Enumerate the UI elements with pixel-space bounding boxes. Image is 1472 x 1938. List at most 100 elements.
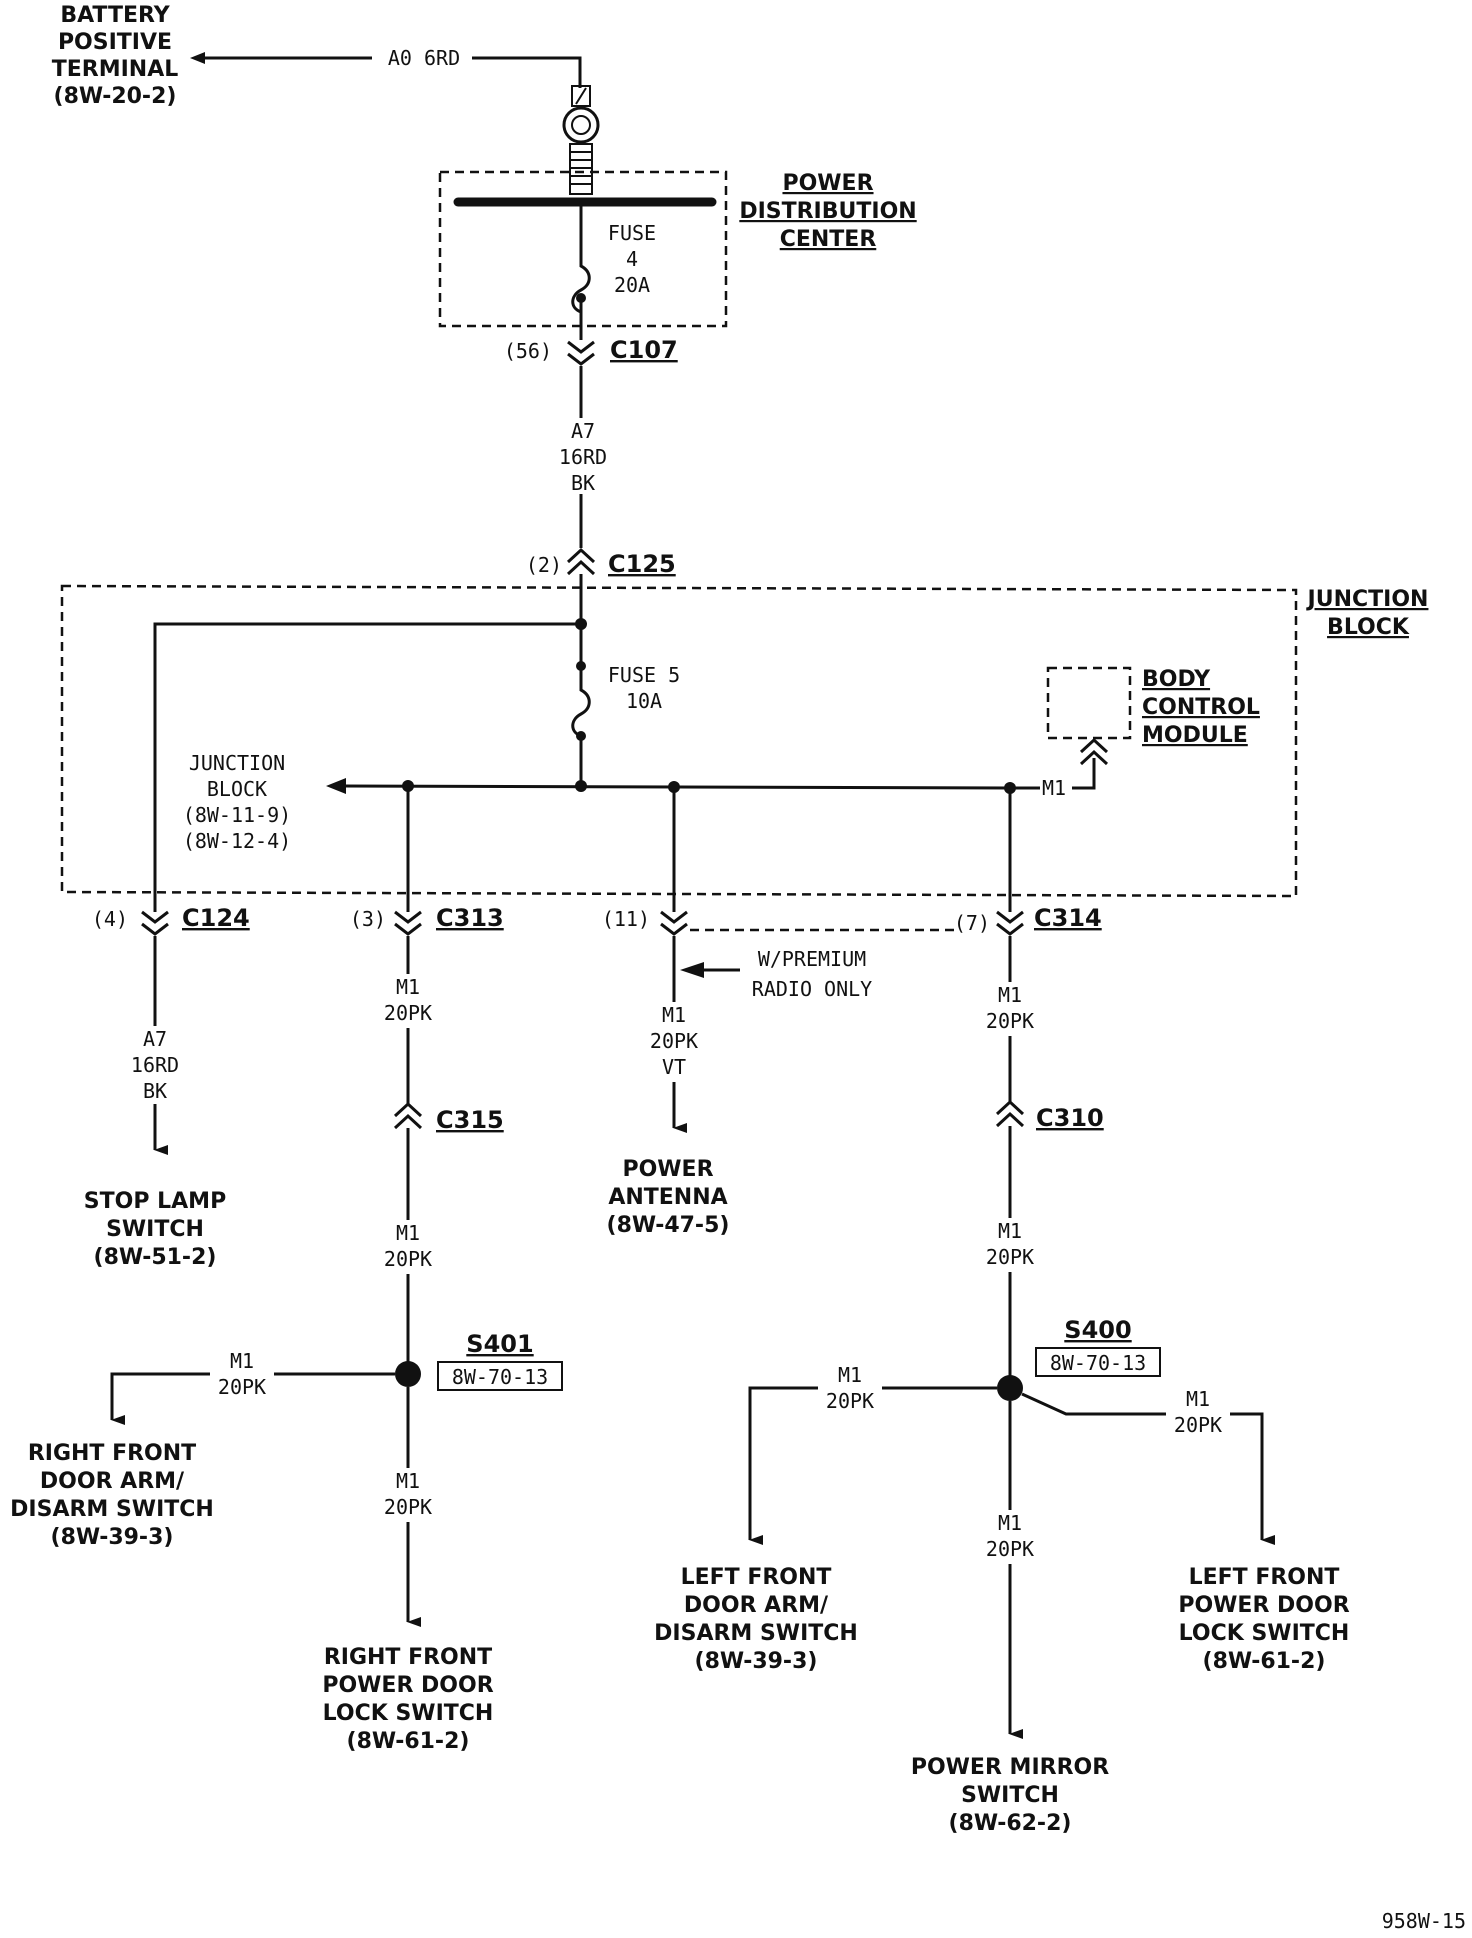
rf-arm-switch-label: RIGHT FRONT DOOR ARM/ DISARM SWITCH (8W-… (10, 1441, 214, 1550)
svg-text:BATTERY: BATTERY (60, 3, 170, 28)
fuse-5-icon (571, 666, 591, 738)
lf-lock-switch-label: LEFT FRONT POWER DOOR LOCK SWITCH (8W-61… (1178, 1565, 1349, 1674)
svg-text:STOP LAMP: STOP LAMP (84, 1189, 226, 1214)
c314-label: C314 (1034, 904, 1102, 932)
svg-text:LOCK SWITCH: LOCK SWITCH (323, 1701, 494, 1726)
wire-m1-s400-left-label: M1 20PK (818, 1363, 882, 1413)
svg-text:CONTROL: CONTROL (1142, 695, 1260, 720)
c310-connector-icon (995, 1099, 1025, 1128)
c125-label: C125 (608, 550, 676, 578)
svg-text:BK: BK (571, 471, 595, 495)
svg-text:BLOCK: BLOCK (1327, 615, 1410, 640)
svg-text:JUNCTION: JUNCTION (189, 751, 285, 775)
power-mirror-switch-label: POWER MIRROR SWITCH (8W-62-2) (911, 1755, 1109, 1836)
svg-text:20PK: 20PK (384, 1001, 432, 1025)
stop-lamp-switch-label: STOP LAMP SWITCH (8W-51-2) (84, 1189, 226, 1270)
junction-block-label: JUNCTION BLOCK (1306, 587, 1429, 640)
wire-a7-top-label: A7 16RD BK (548, 418, 618, 495)
svg-text:M1: M1 (230, 1349, 254, 1373)
fuse-4-icon (571, 206, 591, 314)
svg-text:20PK: 20PK (826, 1389, 874, 1413)
wire-m1-s401-down-label: M1 20PK (376, 1468, 440, 1522)
svg-text:DISARM SWITCH: DISARM SWITCH (10, 1497, 214, 1522)
svg-text:(8W-62-2): (8W-62-2) (949, 1811, 1072, 1836)
bcm-label: BODY CONTROL MODULE (1142, 667, 1260, 748)
s401-ref: 8W-70-13 (452, 1365, 548, 1389)
svg-text:LEFT FRONT: LEFT FRONT (1189, 1565, 1340, 1590)
svg-text:M1: M1 (662, 1003, 686, 1027)
svg-text:SWITCH: SWITCH (961, 1783, 1059, 1808)
c107-label: C107 (610, 336, 678, 364)
s400-ref: 8W-70-13 (1050, 1351, 1146, 1375)
svg-text:M1: M1 (1186, 1387, 1210, 1411)
svg-text:M1: M1 (998, 1219, 1022, 1243)
svg-text:VT: VT (662, 1055, 686, 1079)
svg-text:(8W-20-2): (8W-20-2) (54, 84, 177, 109)
svg-text:LOCK SWITCH: LOCK SWITCH (1179, 1621, 1350, 1646)
svg-text:POSITIVE: POSITIVE (58, 30, 172, 55)
svg-text:20PK: 20PK (986, 1537, 1034, 1561)
svg-text:M1: M1 (396, 1469, 420, 1493)
svg-text:20PK: 20PK (384, 1495, 432, 1519)
svg-text:(8W-61-2): (8W-61-2) (347, 1729, 470, 1754)
svg-text:POWER: POWER (622, 1157, 713, 1182)
junction-block-ref-label: JUNCTION BLOCK (8W-11-9) (8W-12-4) (183, 751, 291, 853)
wire-m1-s401-left-label: M1 20PK (210, 1349, 274, 1399)
svg-text:JUNCTION: JUNCTION (1306, 587, 1429, 612)
svg-text:20PK: 20PK (218, 1375, 266, 1399)
svg-text:BK: BK (143, 1079, 167, 1103)
pdc-box (438, 170, 728, 328)
c310-label: C310 (1036, 1104, 1104, 1132)
svg-text:20PK: 20PK (650, 1029, 698, 1053)
c124-label: C124 (182, 904, 250, 932)
c314-connector-icon (996, 910, 1024, 936)
svg-text:DOOR ARM/: DOOR ARM/ (40, 1469, 185, 1494)
wire-m1-c314-label: M1 20PK (978, 982, 1042, 1036)
svg-text:FUSE 5: FUSE 5 (608, 663, 680, 687)
c315-label: C315 (436, 1106, 504, 1134)
svg-text:20PK: 20PK (384, 1247, 432, 1271)
svg-text:SWITCH: SWITCH (106, 1217, 204, 1242)
c314-pin: (7) (954, 911, 990, 935)
bus-arrowhead (326, 778, 346, 794)
svg-text:POWER DOOR: POWER DOOR (322, 1673, 493, 1698)
pdc-label: POWER DISTRIBUTION CENTER (739, 171, 916, 252)
s400-splice (997, 1375, 1023, 1401)
c313-connector-icon (394, 910, 422, 936)
svg-text:(8W-51-2): (8W-51-2) (94, 1245, 217, 1270)
svg-text:(8W-11-9): (8W-11-9) (183, 803, 291, 827)
c315-connector-icon (393, 1101, 423, 1130)
svg-text:LEFT FRONT: LEFT FRONT (681, 1565, 832, 1590)
svg-text:10A: 10A (626, 689, 662, 713)
lf-arm-switch-label: LEFT FRONT DOOR ARM/ DISARM SWITCH (8W-3… (654, 1565, 858, 1674)
c124-pin: (4) (92, 907, 128, 931)
svg-text:M1: M1 (838, 1363, 862, 1387)
svg-text:RIGHT FRONT: RIGHT FRONT (28, 1441, 196, 1466)
c107-pin: (56) (504, 339, 552, 363)
svg-text:POWER DOOR: POWER DOOR (1178, 1593, 1349, 1618)
svg-text:DISARM SWITCH: DISARM SWITCH (654, 1621, 858, 1646)
fuse-4-label: FUSE 4 20A (608, 221, 656, 297)
svg-text:(8W-47-5): (8W-47-5) (607, 1213, 730, 1238)
c125-connector-icon (566, 547, 596, 576)
svg-text:4: 4 (626, 247, 638, 271)
svg-text:A7: A7 (143, 1027, 167, 1051)
svg-text:(8W-39-3): (8W-39-3) (695, 1649, 818, 1674)
battery-terminal-label: BATTERY POSITIVE TERMINAL (8W-20-2) (52, 3, 179, 109)
rf-lock-switch-label: RIGHT FRONT POWER DOOR LOCK SWITCH (8W-6… (322, 1645, 493, 1754)
svg-text:RIGHT FRONT: RIGHT FRONT (324, 1645, 492, 1670)
svg-text:20PK: 20PK (1174, 1413, 1222, 1437)
s401-splice (395, 1361, 421, 1387)
c11-pin: (11) (602, 907, 650, 931)
premium-radio-note: W/PREMIUM RADIO ONLY (752, 947, 872, 1001)
wire-m1-s400-right-label: M1 20PK (1166, 1387, 1230, 1437)
svg-text:POWER MIRROR: POWER MIRROR (911, 1755, 1109, 1780)
svg-text:(8W-12-4): (8W-12-4) (183, 829, 291, 853)
svg-text:20PK: 20PK (986, 1009, 1034, 1033)
c313-pin: (3) (350, 907, 386, 931)
figure-id: 958W-15 (1382, 1909, 1466, 1933)
battery-wire-label: A0 6RD (388, 46, 460, 70)
wire-m1-vt-label: M1 20PK VT (642, 1002, 706, 1082)
c11-connector-icon (660, 910, 688, 936)
